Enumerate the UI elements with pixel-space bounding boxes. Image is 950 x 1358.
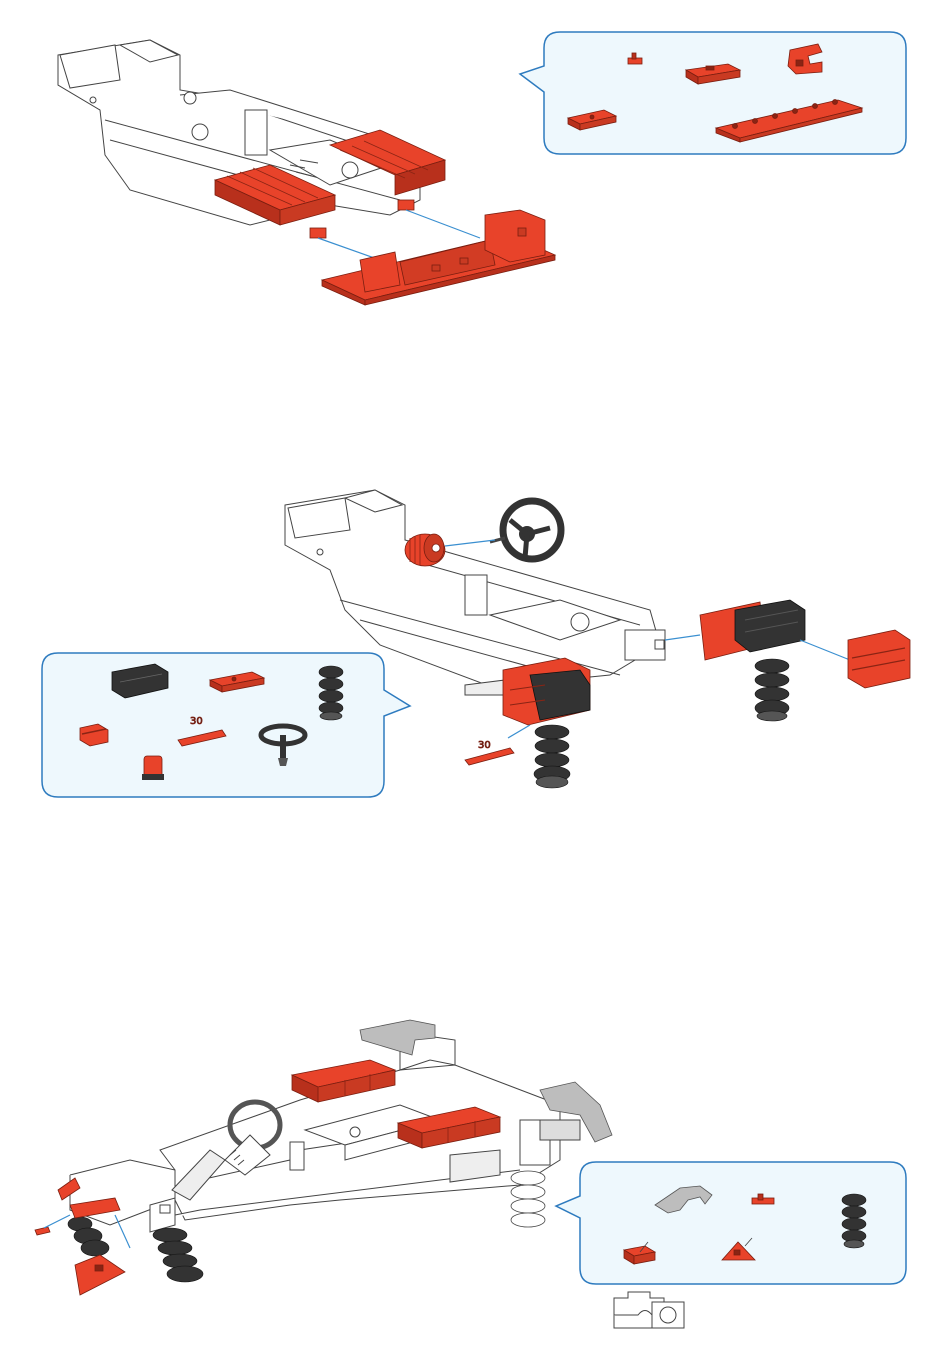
part-black-spring xyxy=(842,1194,866,1248)
red-wedge-assembly xyxy=(75,1255,125,1295)
parts-panel-step-2: 30 xyxy=(42,653,410,797)
part-red-double-clip xyxy=(80,724,108,746)
red-baseplate-assembly xyxy=(322,210,555,305)
assembly-step-3 xyxy=(0,1010,950,1358)
chassis-clip-right xyxy=(398,200,414,210)
black-spring xyxy=(755,659,789,721)
assembly-step-2: 30 xyxy=(0,470,950,820)
rod-length-label: 30 xyxy=(190,716,203,727)
reference-footprint-icon xyxy=(614,1292,684,1328)
chassis-assembly xyxy=(70,1032,580,1232)
part-black-spring xyxy=(319,666,343,720)
black-spring xyxy=(534,725,570,788)
rod-length-label: 30 xyxy=(478,740,491,751)
assembly-step-1 xyxy=(0,0,950,320)
white-spring-right xyxy=(511,1171,545,1227)
steering-wheel xyxy=(490,501,561,559)
red-rod-assembly: 30 xyxy=(465,740,514,765)
red-double-clip-assembly xyxy=(848,630,910,688)
step-3-drawing xyxy=(0,1010,950,1358)
parts-panel-step-3 xyxy=(556,1162,906,1284)
step-2-drawing: 30 xyxy=(0,470,950,820)
chassis-clip-left xyxy=(310,228,326,238)
black-spring-front xyxy=(153,1228,203,1282)
front-suspension-left xyxy=(503,658,590,788)
parts-panel-step-1 xyxy=(520,32,906,154)
step-1-drawing xyxy=(0,0,950,320)
rear-suspension-right xyxy=(665,600,910,721)
part-red-gear-hub xyxy=(142,756,164,780)
